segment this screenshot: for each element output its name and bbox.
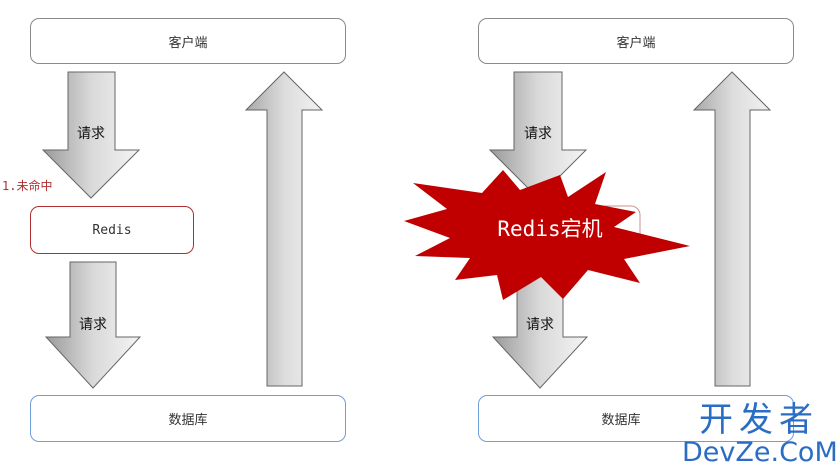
left-response-arrow-up xyxy=(244,71,324,387)
watermark-logo: 开发者 DevZe.CoM xyxy=(682,400,838,468)
redis-down-label: Redis宕机 xyxy=(497,217,603,241)
redis-down-burst xyxy=(404,170,690,300)
left-request-arrow-bottom xyxy=(44,261,142,389)
left-redis-box: Redis xyxy=(30,206,194,254)
right-client-box: 客户端 xyxy=(478,18,794,64)
cache-miss-note: 1.未命中 xyxy=(2,179,53,193)
right-request-label-top: 请求 xyxy=(524,126,552,142)
right-response-arrow-up xyxy=(692,71,772,387)
left-request-arrow-top xyxy=(41,71,141,199)
left-request-label-bottom: 请求 xyxy=(79,317,107,333)
right-request-label-bottom: 请求 xyxy=(526,317,554,333)
left-database-label: 数据库 xyxy=(168,413,208,428)
left-client-label: 客户端 xyxy=(168,35,208,51)
right-client-label: 客户端 xyxy=(616,35,656,51)
left-request-label-top: 请求 xyxy=(77,126,105,142)
watermark-cn: 开发者 xyxy=(699,400,819,440)
left-redis-label: Redis xyxy=(92,222,132,238)
left-client-box: 客户端 xyxy=(30,18,346,64)
right-database-box: 数据库 xyxy=(478,395,794,442)
watermark-en: DevZe.CoM xyxy=(682,437,838,468)
right-request-arrow-top xyxy=(488,71,588,199)
right-database-label: 数据库 xyxy=(601,413,641,428)
left-database-box: 数据库 xyxy=(30,395,346,442)
